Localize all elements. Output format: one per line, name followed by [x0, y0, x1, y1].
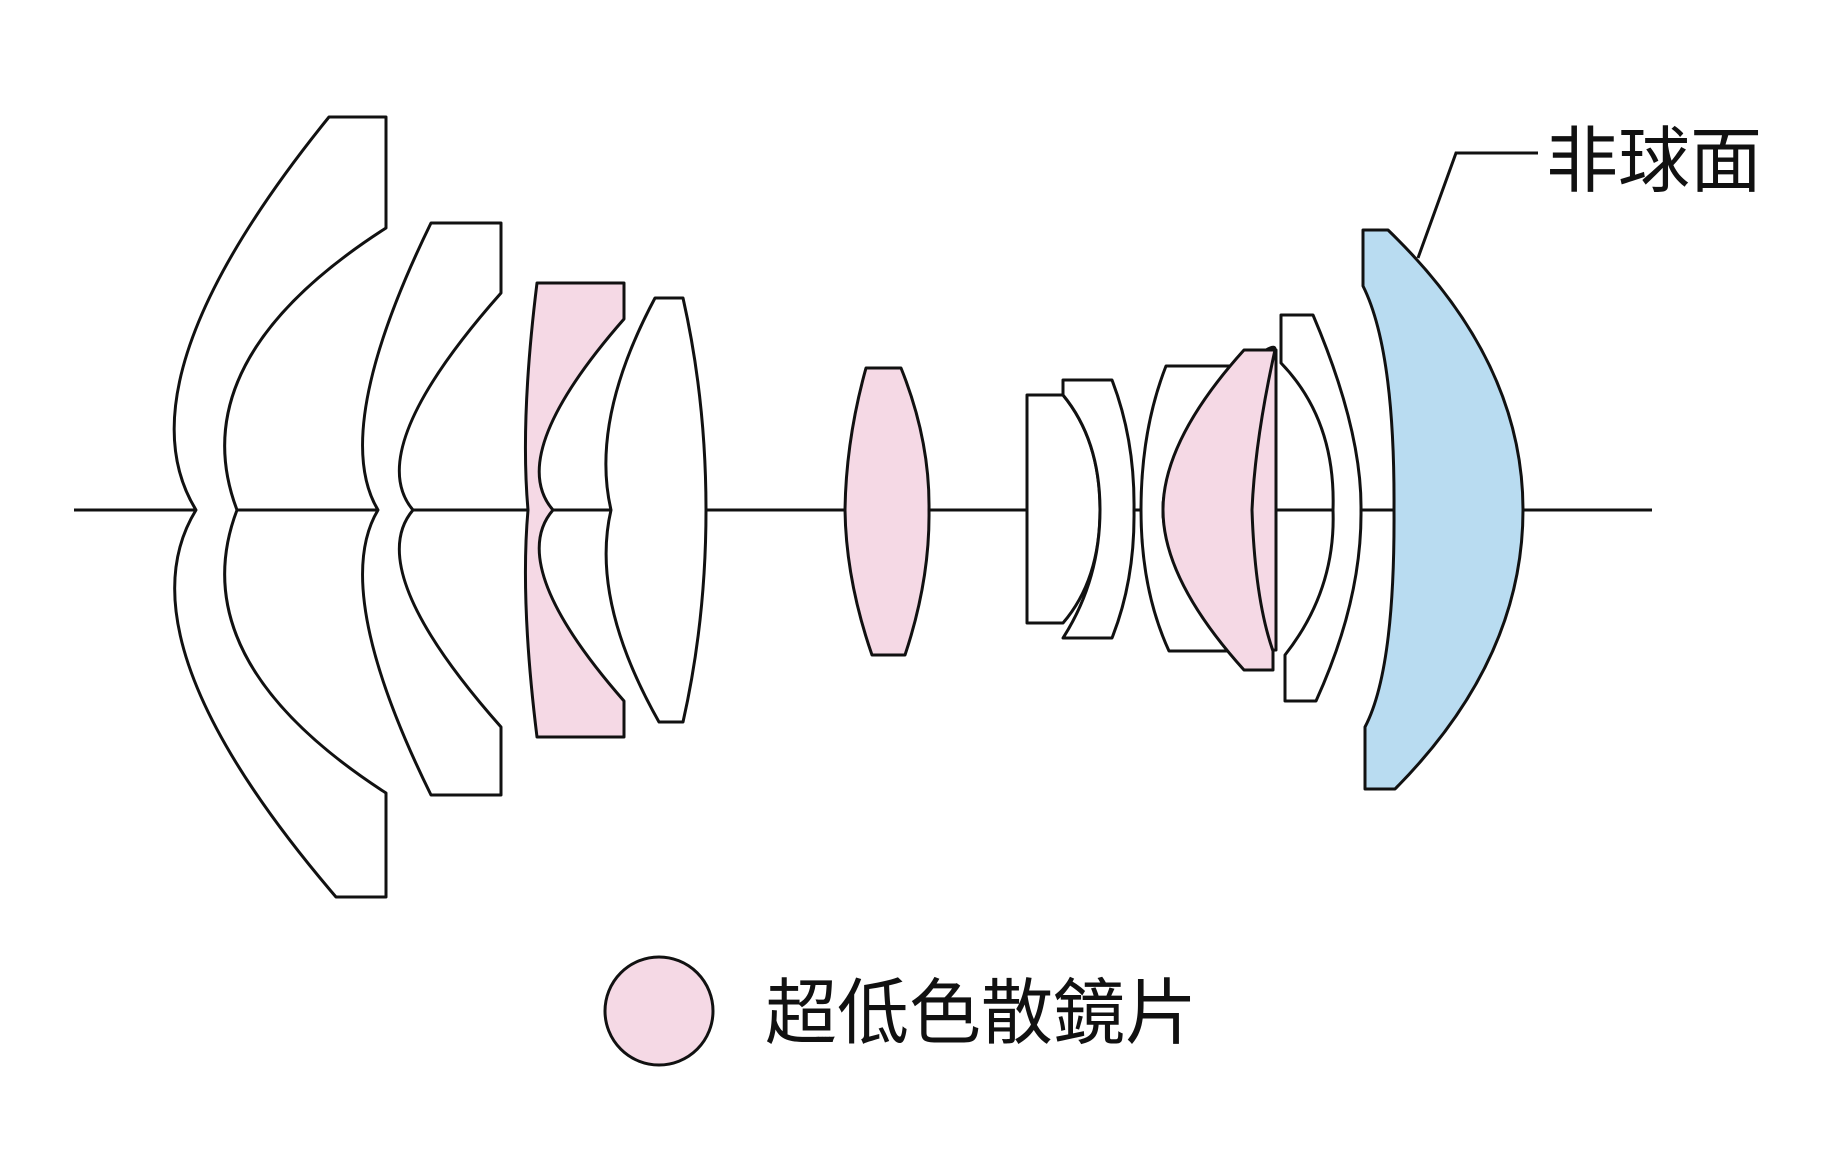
lens-element-1	[172, 115, 388, 899]
aspherical-leader-line	[1416, 151, 1538, 259]
ed-legend-label: 超低色散鏡片	[765, 971, 1197, 1055]
lens-element-10	[1279, 313, 1363, 703]
aspherical-label: 非球面	[1546, 119, 1762, 203]
lens-element-3-ed[interactable]	[523, 281, 626, 739]
lens-element-2	[361, 221, 503, 797]
lens-element-4	[604, 296, 708, 724]
lens-element-5-ed[interactable]	[843, 366, 931, 657]
lens-element-9-rear-surface	[1161, 348, 1277, 672]
ed-legend-swatch	[603, 955, 715, 1067]
lens-element-11-aspherical[interactable]	[1361, 228, 1525, 791]
lens-element-7	[1061, 378, 1136, 640]
